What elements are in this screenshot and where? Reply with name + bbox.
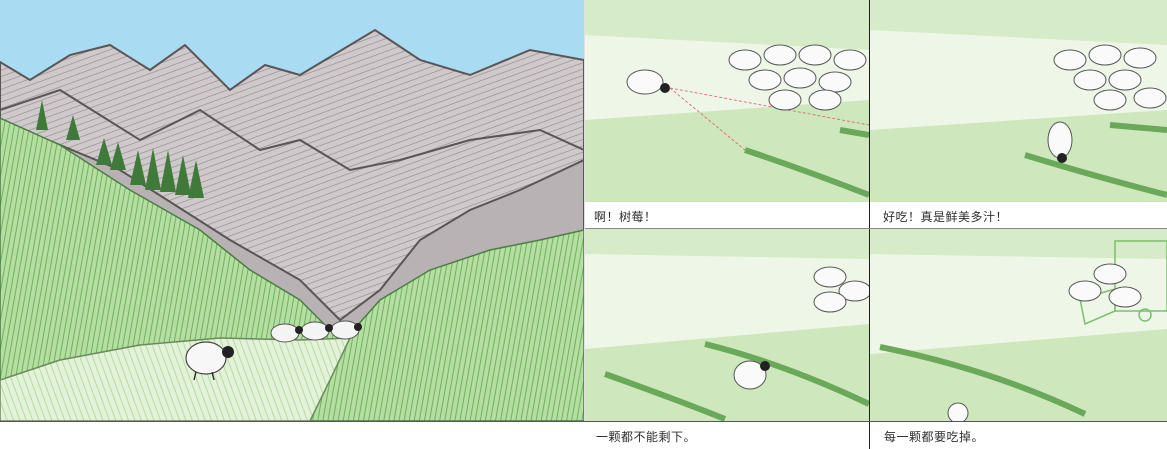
sheep-flock: [1053, 44, 1167, 111]
panel-divider-vertical: [869, 0, 870, 449]
bottom-rule: [0, 421, 1167, 422]
right-hill: [309, 229, 584, 421]
landscape-panel: [0, 0, 584, 421]
sheep-flock: [1068, 263, 1142, 308]
panel-3-art: [585, 229, 869, 421]
sight-line: [669, 87, 869, 126]
comic-panel-3: [585, 229, 869, 421]
landscape-illustration: [0, 0, 584, 421]
sheep: [947, 402, 969, 421]
sheep: [733, 360, 770, 390]
panel-2-caption: 好吃！真是鲜美多汁！: [883, 210, 1009, 224]
raspberry-bush: [744, 147, 869, 198]
sheep-flock: [728, 44, 867, 111]
page-gutter: [584, 0, 585, 421]
sheep: [1047, 121, 1073, 163]
panel-3-caption: 一颗都不能剩下。: [596, 430, 697, 444]
meadow-path: [0, 337, 352, 421]
panel-4-art: [870, 229, 1167, 421]
comic-panel-4: [870, 229, 1167, 421]
comic-panel-1: [585, 0, 869, 202]
sheep-flock: [270, 320, 362, 343]
raspberry-bush: [879, 344, 1087, 417]
panel-4-caption: 每一颗都要吃掉。: [884, 430, 985, 444]
comic-panel-2: [870, 0, 1167, 202]
sheep: [626, 69, 670, 95]
raspberry-bush: [1024, 152, 1167, 198]
raspberry-bush: [704, 341, 869, 407]
panel-divider-horizontal: [585, 228, 1167, 229]
panel-2-art: [870, 0, 1167, 202]
lead-sheep: [185, 341, 234, 381]
pine-trees: [36, 100, 204, 198]
panel-1-art: [585, 0, 869, 202]
sheep-flock: [813, 266, 869, 313]
panel-1-caption: 啊！树莓！: [594, 210, 657, 224]
